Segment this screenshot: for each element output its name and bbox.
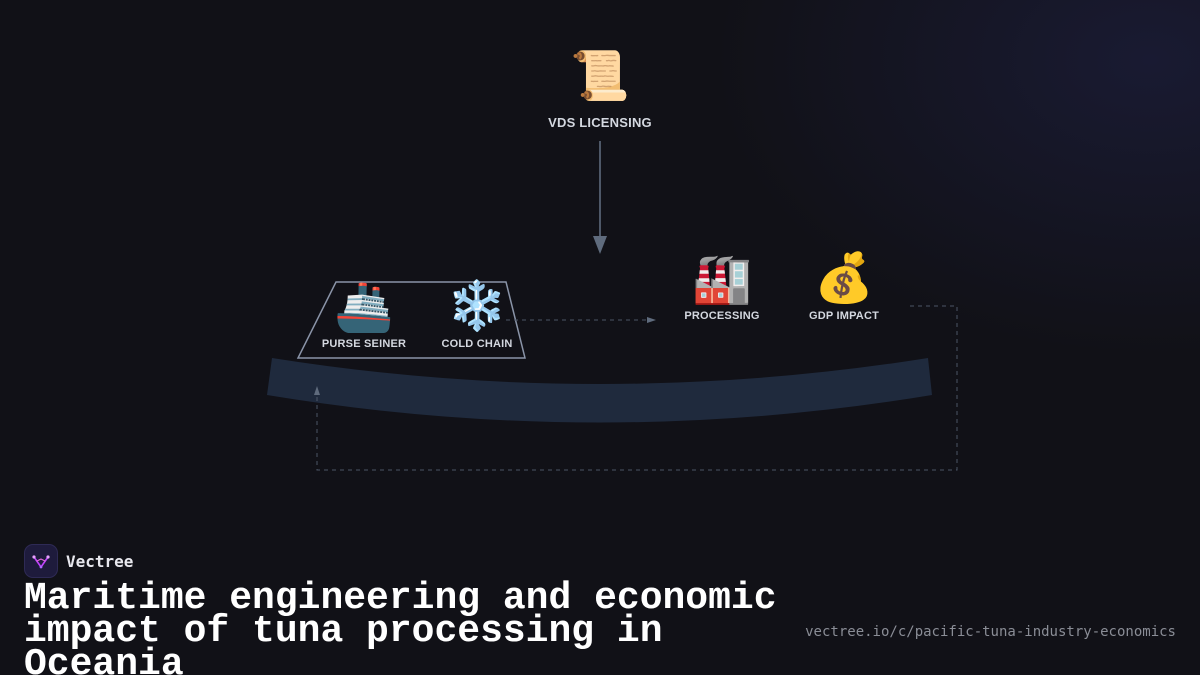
scroll-icon: 📜 <box>570 48 630 104</box>
vectree-logo-icon <box>24 544 58 578</box>
processing-arrowhead <box>647 317 656 323</box>
purse-seiner-label: PURSE SEINER <box>321 338 407 350</box>
licensing-arrowhead <box>593 236 607 254</box>
snowflake-icon: ❄️ <box>447 278 507 334</box>
source-url[interactable]: vectree.io/c/pacific-tuna-industry-econo… <box>805 624 1176 640</box>
money-bag-icon: 💰 <box>814 250 874 306</box>
brand: Vectree <box>24 544 133 578</box>
ship-icon: 🚢 <box>334 279 394 335</box>
base-arc <box>267 358 932 423</box>
gdp-feedback-loop <box>316 305 958 471</box>
cold-chain-label: COLD CHAIN <box>441 338 513 350</box>
processing-label: PROCESSING <box>684 310 760 322</box>
vessel-group-outline <box>296 281 526 359</box>
gdp-impact-label: GDP IMPACT <box>808 310 880 322</box>
page-title: Maritime engineering and economic impact… <box>24 577 777 675</box>
brand-name: Vectree <box>66 551 134 571</box>
factory-icon: 🏭 <box>692 251 752 307</box>
licensing-label: VDS LICENSING <box>548 115 652 130</box>
feedback-arrowhead <box>314 386 320 395</box>
